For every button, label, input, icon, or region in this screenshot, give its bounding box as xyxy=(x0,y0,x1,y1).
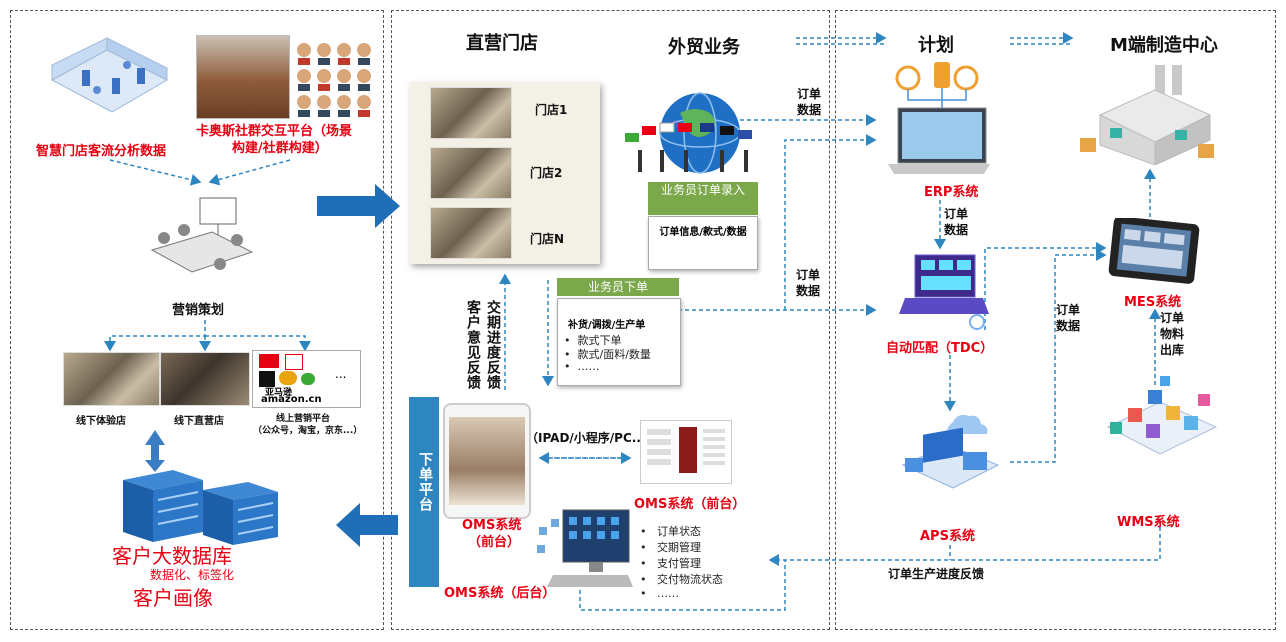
big-arrow-left xyxy=(336,503,398,547)
store-2-label: 门店2 xyxy=(530,166,563,180)
sales-order-item: • 款式下单 xyxy=(564,334,622,347)
status-item: • …… xyxy=(640,587,679,600)
mes-tablet-icon xyxy=(1103,218,1203,290)
wms-isometric-icon xyxy=(1098,372,1223,477)
order-data-label-3: 订单数据 xyxy=(944,207,969,237)
section-foreign-trade: 外贸业务 xyxy=(668,37,740,58)
caos-platform-label-2: 构建/社群构建） xyxy=(232,141,328,156)
amazon-logo: amazon.cn xyxy=(261,394,322,405)
online-platform-label-2: （公众号，淘宝，京东...） xyxy=(253,426,363,436)
globe-icon xyxy=(620,88,775,183)
order-data-label-4: 订单数据 xyxy=(1056,303,1081,333)
oms-front-screen xyxy=(640,420,732,484)
more-logos: ... xyxy=(335,367,347,381)
sales-order-box: 补货/调拨/生产单 • 款式下单 • 款式/面料/数量 • …… xyxy=(557,298,681,386)
order-info-label: 订单信息/款式/数据 xyxy=(659,227,747,238)
tdc-label: 自动匹配（TDC） xyxy=(886,341,994,356)
bigdata-title: 客户大数据库 xyxy=(112,544,232,568)
wms-label: WMS系统 xyxy=(1117,515,1180,530)
order-data-label-2: 订单数据 xyxy=(796,268,821,298)
section-manufacturing: M端制造中心 xyxy=(1110,35,1218,56)
customer-feedback-label: 客户意见反馈 xyxy=(465,300,481,390)
sales-order-item: • …… xyxy=(564,360,600,373)
middle-panel xyxy=(391,10,830,630)
offline-direct-image xyxy=(160,352,250,406)
status-item: • 交期管理 xyxy=(640,541,701,554)
bigdata-subtitle: 数据化、标签化 xyxy=(150,568,235,582)
erp-label: ERP系统 xyxy=(924,185,979,200)
phone-device xyxy=(443,403,531,519)
status-item: • 支付管理 xyxy=(640,557,701,570)
community-avatars xyxy=(292,38,384,118)
order-entry-box: 业务员订单录入 xyxy=(648,182,758,215)
order-entry-label: 业务员订单录入 xyxy=(660,183,745,197)
aps-label: APS系统 xyxy=(920,529,975,544)
online-platform-logos: ... 亚马逊 amazon.cn xyxy=(252,350,361,408)
caos-platform-label-1: 卡奥斯社群交互平台（场景 xyxy=(196,124,353,139)
oms-back-label: OMS系统（后台） xyxy=(444,586,556,601)
right-panel xyxy=(835,10,1276,630)
oms-front-label-a: OMS系统（前台） xyxy=(634,497,746,512)
tdc-laptop-icon xyxy=(895,250,990,335)
store-1-image xyxy=(430,87,512,139)
offline-direct-label: 线下直营店 xyxy=(174,416,224,427)
mes-label: MES系统 xyxy=(1124,295,1182,310)
sales-order-header-label: 业务员下单 xyxy=(587,280,648,294)
store-2-image xyxy=(430,147,512,199)
left-panel xyxy=(10,10,384,630)
status-item: • 订单状态 xyxy=(640,525,701,538)
order-platform-label: 下单平台 xyxy=(417,452,433,512)
order-data-label-1a: 订单数据 xyxy=(797,87,822,117)
delivery-feedback-label: 交期进度反馈 xyxy=(485,300,501,390)
smart-store-illustration xyxy=(42,30,172,120)
aps-platform-icon xyxy=(893,410,1008,510)
progress-feedback-label: 订单生产进度反馈 xyxy=(888,567,985,581)
customer-portrait: 客户画像 xyxy=(133,586,213,610)
erp-laptop-icon xyxy=(880,60,990,180)
material-out-label: 订单物料出库 xyxy=(1160,311,1185,357)
section-direct-store: 直营门店 xyxy=(466,33,538,54)
status-item: • 交付物流状态 xyxy=(640,573,723,586)
store-1-label: 门店1 xyxy=(535,103,568,117)
online-platform-label-1: 线上营销平台 xyxy=(276,414,331,424)
devices-label: （IPAD/小程序/PC...） xyxy=(526,431,658,445)
offline-experience-label: 线下体验店 xyxy=(76,416,126,427)
database-server-icon xyxy=(118,470,283,545)
order-info-box: 订单信息/款式/数据 xyxy=(648,216,758,270)
big-arrow-right xyxy=(317,184,400,228)
offline-experience-image xyxy=(63,352,160,406)
marketing-meeting-illustration xyxy=(142,190,262,280)
factory-icon xyxy=(1080,60,1220,165)
section-plan: 计划 xyxy=(918,35,954,56)
amazon-cn-logo: 亚马逊 xyxy=(265,388,293,398)
caos-room-image xyxy=(196,35,290,119)
store-n-label: 门店N xyxy=(530,232,565,246)
sales-order-header: 业务员下单 xyxy=(557,278,679,296)
oms-front-label-b-2: （前台） xyxy=(468,535,521,550)
sales-order-title: 补货/调拨/生产单 xyxy=(568,320,646,331)
oms-front-label-b-1: OMS系统 xyxy=(462,518,522,533)
order-platform-bar: 下单平台 xyxy=(409,397,439,587)
smart-store-label: 智慧门店客流分析数据 xyxy=(36,144,167,159)
sales-order-item: • 款式/面料/数量 xyxy=(564,348,651,361)
marketing-label: 营销策划 xyxy=(172,303,225,318)
oms-back-computer xyxy=(533,505,633,595)
store-card: 门店1 门店2 门店N xyxy=(410,82,600,264)
store-n-image xyxy=(430,207,512,259)
